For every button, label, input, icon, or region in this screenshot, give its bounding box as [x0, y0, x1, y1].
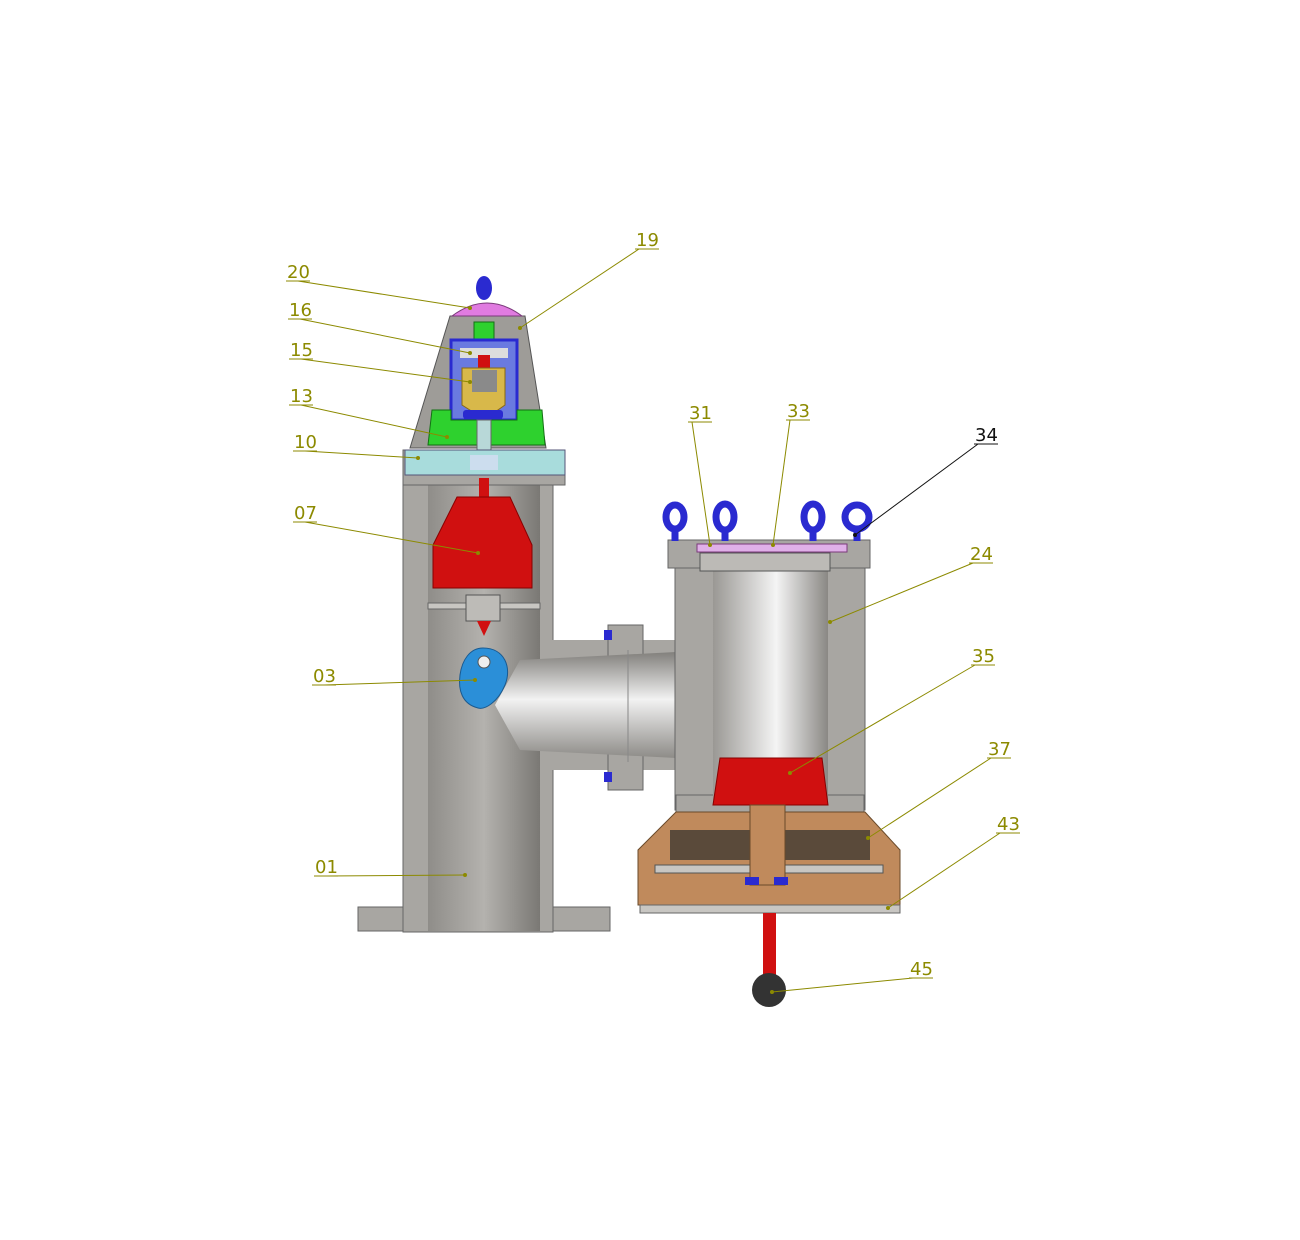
leader-arrowhead	[468, 351, 472, 355]
callout-31: 31	[688, 403, 712, 547]
stem-lower	[479, 478, 489, 503]
callout-label: 15	[290, 340, 313, 361]
callout-label: 24	[970, 544, 993, 565]
callout-label: 35	[972, 646, 995, 667]
callout-label: 45	[910, 959, 933, 980]
leader-arrowhead	[476, 551, 480, 555]
callout-label: 01	[315, 857, 338, 878]
callout-33: 33	[771, 401, 810, 547]
spring-retainer	[473, 321, 495, 341]
leader-line	[325, 874, 466, 877]
callout-10: 10	[293, 432, 420, 460]
flap-03	[459, 647, 509, 709]
leader-line	[771, 977, 914, 993]
leader-arrowhead	[468, 380, 472, 384]
callout-label: 03	[313, 666, 336, 687]
leader-line	[300, 358, 471, 383]
leader-arrowhead	[473, 678, 477, 682]
leader-line	[519, 248, 640, 329]
base-plate-43	[639, 904, 901, 914]
callout-37: 37	[866, 739, 1011, 840]
leader-line	[691, 421, 711, 546]
callout-label: 13	[290, 386, 313, 407]
callout-label: 19	[636, 230, 659, 251]
callout-16: 16	[288, 300, 472, 355]
leader-arrowhead	[708, 543, 712, 547]
callout-43: 43	[886, 814, 1020, 910]
flange-10	[404, 449, 566, 476]
leader-arrowhead	[770, 990, 774, 994]
leader-line	[772, 419, 791, 546]
callout-label: 37	[988, 739, 1011, 760]
leader-line	[854, 443, 979, 536]
leader-arrowhead	[468, 306, 472, 310]
leader-arrowhead	[771, 543, 775, 547]
guide-nut	[465, 594, 501, 622]
disc-35	[712, 757, 829, 806]
leader-arrowhead	[463, 873, 467, 877]
leader-line	[867, 757, 992, 839]
leader-arrowhead	[866, 836, 870, 840]
callout-01: 01	[314, 857, 467, 878]
leader-arrowhead	[828, 620, 832, 624]
callout-label: 34	[975, 425, 998, 446]
callout-19: 19	[518, 230, 659, 330]
leader-line	[300, 404, 448, 438]
leader-arrowhead	[416, 456, 420, 460]
leader-arrowhead	[445, 435, 449, 439]
leader-line	[297, 280, 471, 309]
cap-20	[450, 302, 524, 317]
rod	[763, 913, 776, 978]
leader-arrowhead	[853, 533, 857, 537]
callout-20: 20	[286, 262, 472, 310]
callout-13: 13	[289, 386, 449, 439]
callout-24: 24	[828, 544, 993, 624]
callout-label: 43	[997, 814, 1020, 835]
callout-label: 07	[294, 503, 317, 524]
leader-line	[304, 521, 479, 554]
leader-arrowhead	[788, 771, 792, 775]
callout-label: 16	[289, 300, 312, 321]
leader-arrowhead	[886, 906, 890, 910]
leader-line	[887, 832, 1001, 909]
callout-03: 03	[312, 666, 477, 687]
leader-line	[829, 562, 974, 623]
callout-label: 20	[287, 262, 310, 283]
leader-arrowhead	[518, 326, 522, 330]
eye-bolts-34	[662, 500, 873, 541]
leader-line	[323, 679, 476, 686]
callout-07: 07	[293, 503, 480, 555]
callout-35: 35	[788, 646, 995, 775]
callout-label: 33	[787, 401, 810, 422]
callout-34: 34	[853, 425, 998, 537]
callout-15: 15	[289, 340, 472, 384]
callout-label: 31	[689, 403, 712, 424]
callout-45: 45	[770, 959, 933, 994]
leader-line	[299, 318, 471, 354]
ball-45	[752, 973, 786, 1007]
leader-line	[304, 450, 419, 459]
leader-line	[789, 664, 976, 774]
cap-knob	[476, 276, 492, 300]
callout-label: 10	[294, 432, 317, 453]
